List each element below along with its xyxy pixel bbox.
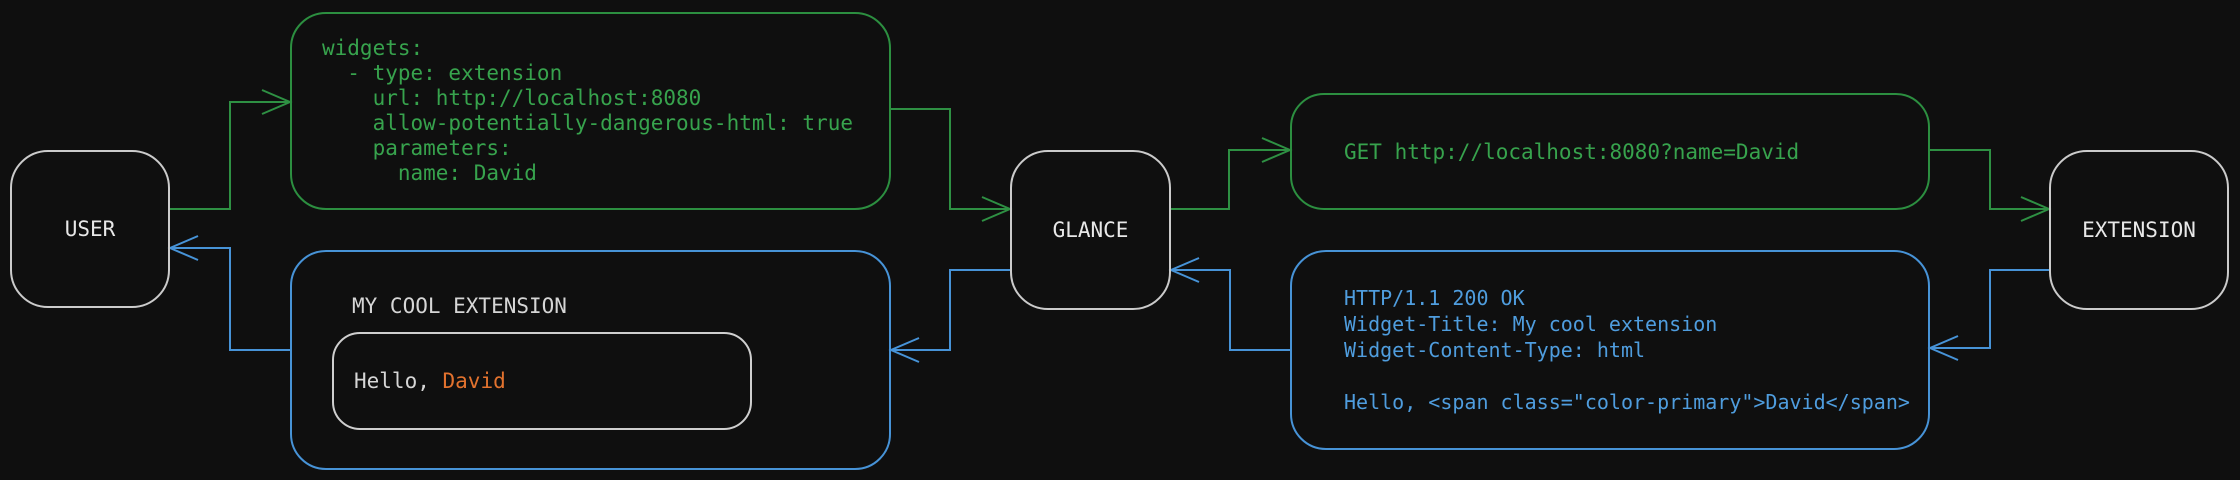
- connector-widget-to-user: [167, 235, 290, 351]
- http-response-text: HTTP/1.1 200 OK Widget-Title: My cool ex…: [1344, 286, 1910, 414]
- greeting-name: David: [442, 369, 506, 393]
- arrowhead-icon: [1927, 335, 1959, 361]
- connector-request-to-extension: [1930, 149, 2052, 222]
- widget-title: MY COOL EXTENSION: [352, 294, 567, 318]
- user-node-label: USER: [64, 217, 116, 241]
- widget-preview-box: MY COOL EXTENSION Hello, David: [290, 250, 891, 470]
- http-request-box: GET http://localhost:8080?name=David: [1290, 93, 1930, 210]
- connector-glance-to-request: [1171, 137, 1293, 210]
- arrowhead-icon: [167, 235, 199, 261]
- connector-glance-to-widget: [888, 269, 1010, 363]
- arrowhead-icon: [888, 337, 920, 363]
- user-node: USER: [10, 150, 170, 308]
- glance-node-label: GLANCE: [1052, 218, 1129, 242]
- widget-greeting-box: Hello, David: [332, 332, 752, 430]
- connector-config-to-glance: [891, 108, 1013, 222]
- config-yaml-box: widgets: - type: extension url: http://l…: [290, 12, 891, 210]
- glance-node: GLANCE: [1010, 150, 1171, 310]
- http-response-box: HTTP/1.1 200 OK Widget-Title: My cool ex…: [1290, 250, 1930, 450]
- greeting-prefix: Hello,: [354, 369, 443, 393]
- http-request-text: GET http://localhost:8080?name=David: [1344, 139, 1800, 164]
- connector-extension-to-response: [1927, 269, 2049, 361]
- arrowhead-icon: [1168, 257, 1200, 283]
- greeting-text: Hello, David: [334, 369, 506, 393]
- connector-user-to-config: [170, 89, 293, 210]
- extension-node: EXTENSION: [2049, 150, 2229, 310]
- connector-response-to-glance: [1168, 257, 1290, 351]
- config-yaml-text: widgets: - type: extension url: http://l…: [322, 36, 854, 185]
- extension-node-label: EXTENSION: [2082, 218, 2196, 242]
